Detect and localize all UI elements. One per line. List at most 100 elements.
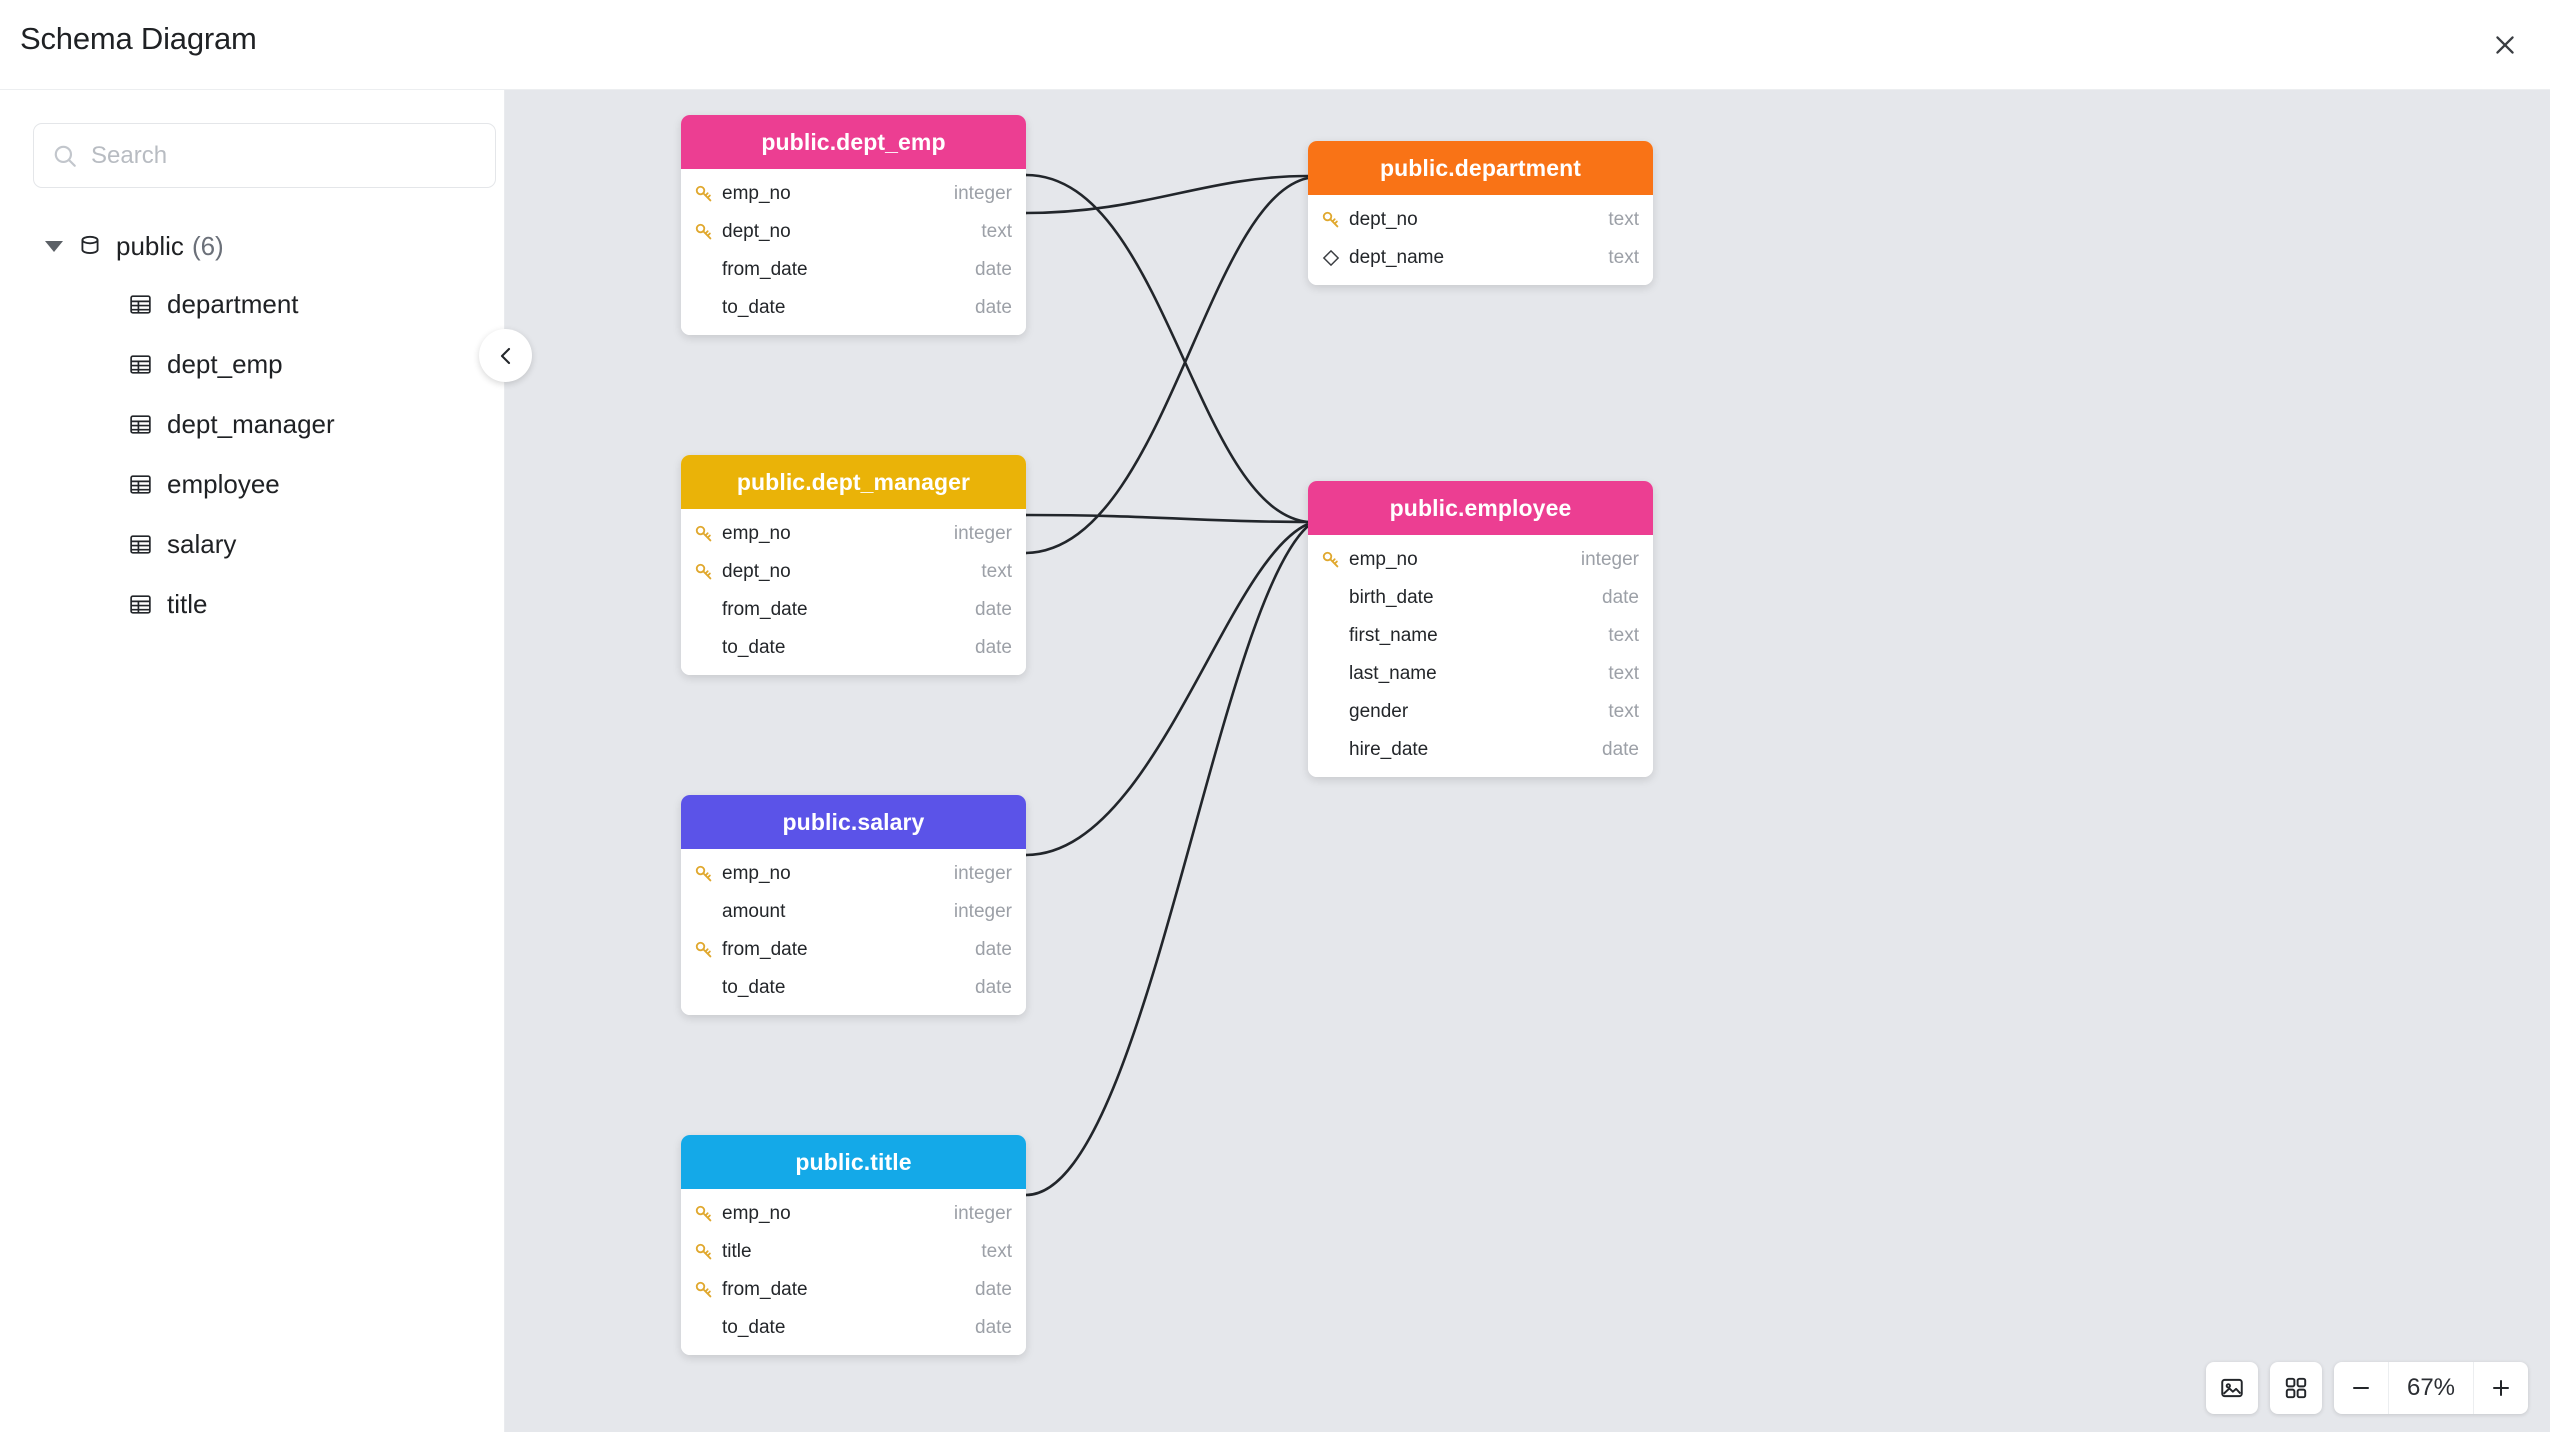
chevron-down-icon[interactable] (45, 240, 63, 252)
sidebar-item-salary[interactable]: salary (0, 514, 505, 574)
column-name: to_date (722, 1317, 786, 1338)
table-card-header[interactable]: public.title (681, 1135, 1026, 1189)
relationship-edges (1001, 164, 1309, 1206)
table-column-row[interactable]: to_date date (681, 1309, 1026, 1347)
column-type: integer (953, 901, 1012, 922)
sidebar-item-label: dept_emp (167, 348, 283, 379)
tree-schema-public[interactable]: public (6) (0, 218, 505, 274)
column-name: to_date (722, 297, 786, 318)
column-type: integer (953, 1203, 1012, 1224)
column-type: date (975, 599, 1012, 620)
sidebar-item-dept_emp[interactable]: dept_emp (0, 334, 505, 394)
sidebar-item-label: salary (167, 528, 237, 559)
primary-key-icon (693, 1203, 715, 1225)
column-icon-none (1320, 587, 1342, 609)
primary-key-icon (693, 863, 715, 885)
zoom-out-button[interactable] (2334, 1362, 2388, 1414)
search-box[interactable] (33, 123, 496, 188)
table-column-row[interactable]: amount integer (681, 893, 1026, 931)
column-name: emp_no (1349, 549, 1418, 570)
export-image-button[interactable] (2206, 1362, 2258, 1414)
edge-dept_manager-employee (1025, 513, 1309, 524)
column-type: date (975, 977, 1012, 998)
layout-grid-button[interactable] (2270, 1362, 2322, 1414)
column-type: date (975, 1279, 1012, 1300)
column-name: emp_no (722, 863, 791, 884)
sidebar-item-title[interactable]: title (0, 574, 505, 634)
zoom-in-button[interactable] (2474, 1362, 2528, 1414)
table-icon (130, 414, 151, 434)
primary-key-icon (695, 223, 712, 240)
minus-icon (2353, 1387, 2369, 1389)
primary-key-icon (695, 865, 712, 882)
column-type: date (975, 1317, 1012, 1338)
table-card-header[interactable]: public.salary (681, 795, 1026, 849)
zoom-level-label[interactable]: 67% (2388, 1362, 2474, 1414)
sidebar-item-employee[interactable]: employee (0, 454, 505, 514)
edge-title-employee (1025, 525, 1309, 1197)
column-icon-none (1320, 663, 1342, 685)
table-card-header[interactable]: public.department (1308, 141, 1653, 195)
schema-name: public (116, 230, 184, 261)
search-input[interactable] (91, 141, 477, 170)
table-card-header[interactable]: public.dept_manager (681, 455, 1026, 509)
primary-key-icon (693, 221, 715, 243)
column-name: emp_no (722, 183, 791, 204)
sidebar-panel: public (6) department dept_emp dept_manage… (0, 90, 532, 1432)
sidebar-item-dept_manager[interactable]: dept_manager (0, 394, 505, 454)
sidebar-item-label: department (167, 288, 299, 319)
canvas-toolbar: 67% (2206, 1362, 2528, 1414)
primary-key-icon (695, 1243, 712, 1260)
column-icon-none (693, 977, 715, 999)
primary-key-icon (1322, 211, 1339, 228)
column-type: text (981, 1241, 1012, 1262)
close-button[interactable] (2482, 22, 2528, 68)
column-type: date (975, 939, 1012, 960)
column-name: title (722, 1241, 752, 1262)
column-name: amount (722, 901, 786, 922)
primary-key-icon (695, 185, 712, 202)
sidebar-item-department[interactable]: department (0, 274, 505, 334)
table-column-row[interactable]: title text (681, 1233, 1026, 1271)
primary-key-icon (695, 941, 712, 958)
close-icon (2496, 36, 2514, 54)
column-type: date (1602, 739, 1639, 760)
table-card-header[interactable]: public.employee (1308, 481, 1653, 535)
sidebar-collapse-button[interactable] (479, 329, 532, 382)
column-name: first_name (1349, 625, 1438, 646)
table-card-header[interactable]: public.dept_emp (681, 115, 1026, 169)
sidebar-item-label: employee (167, 468, 280, 499)
